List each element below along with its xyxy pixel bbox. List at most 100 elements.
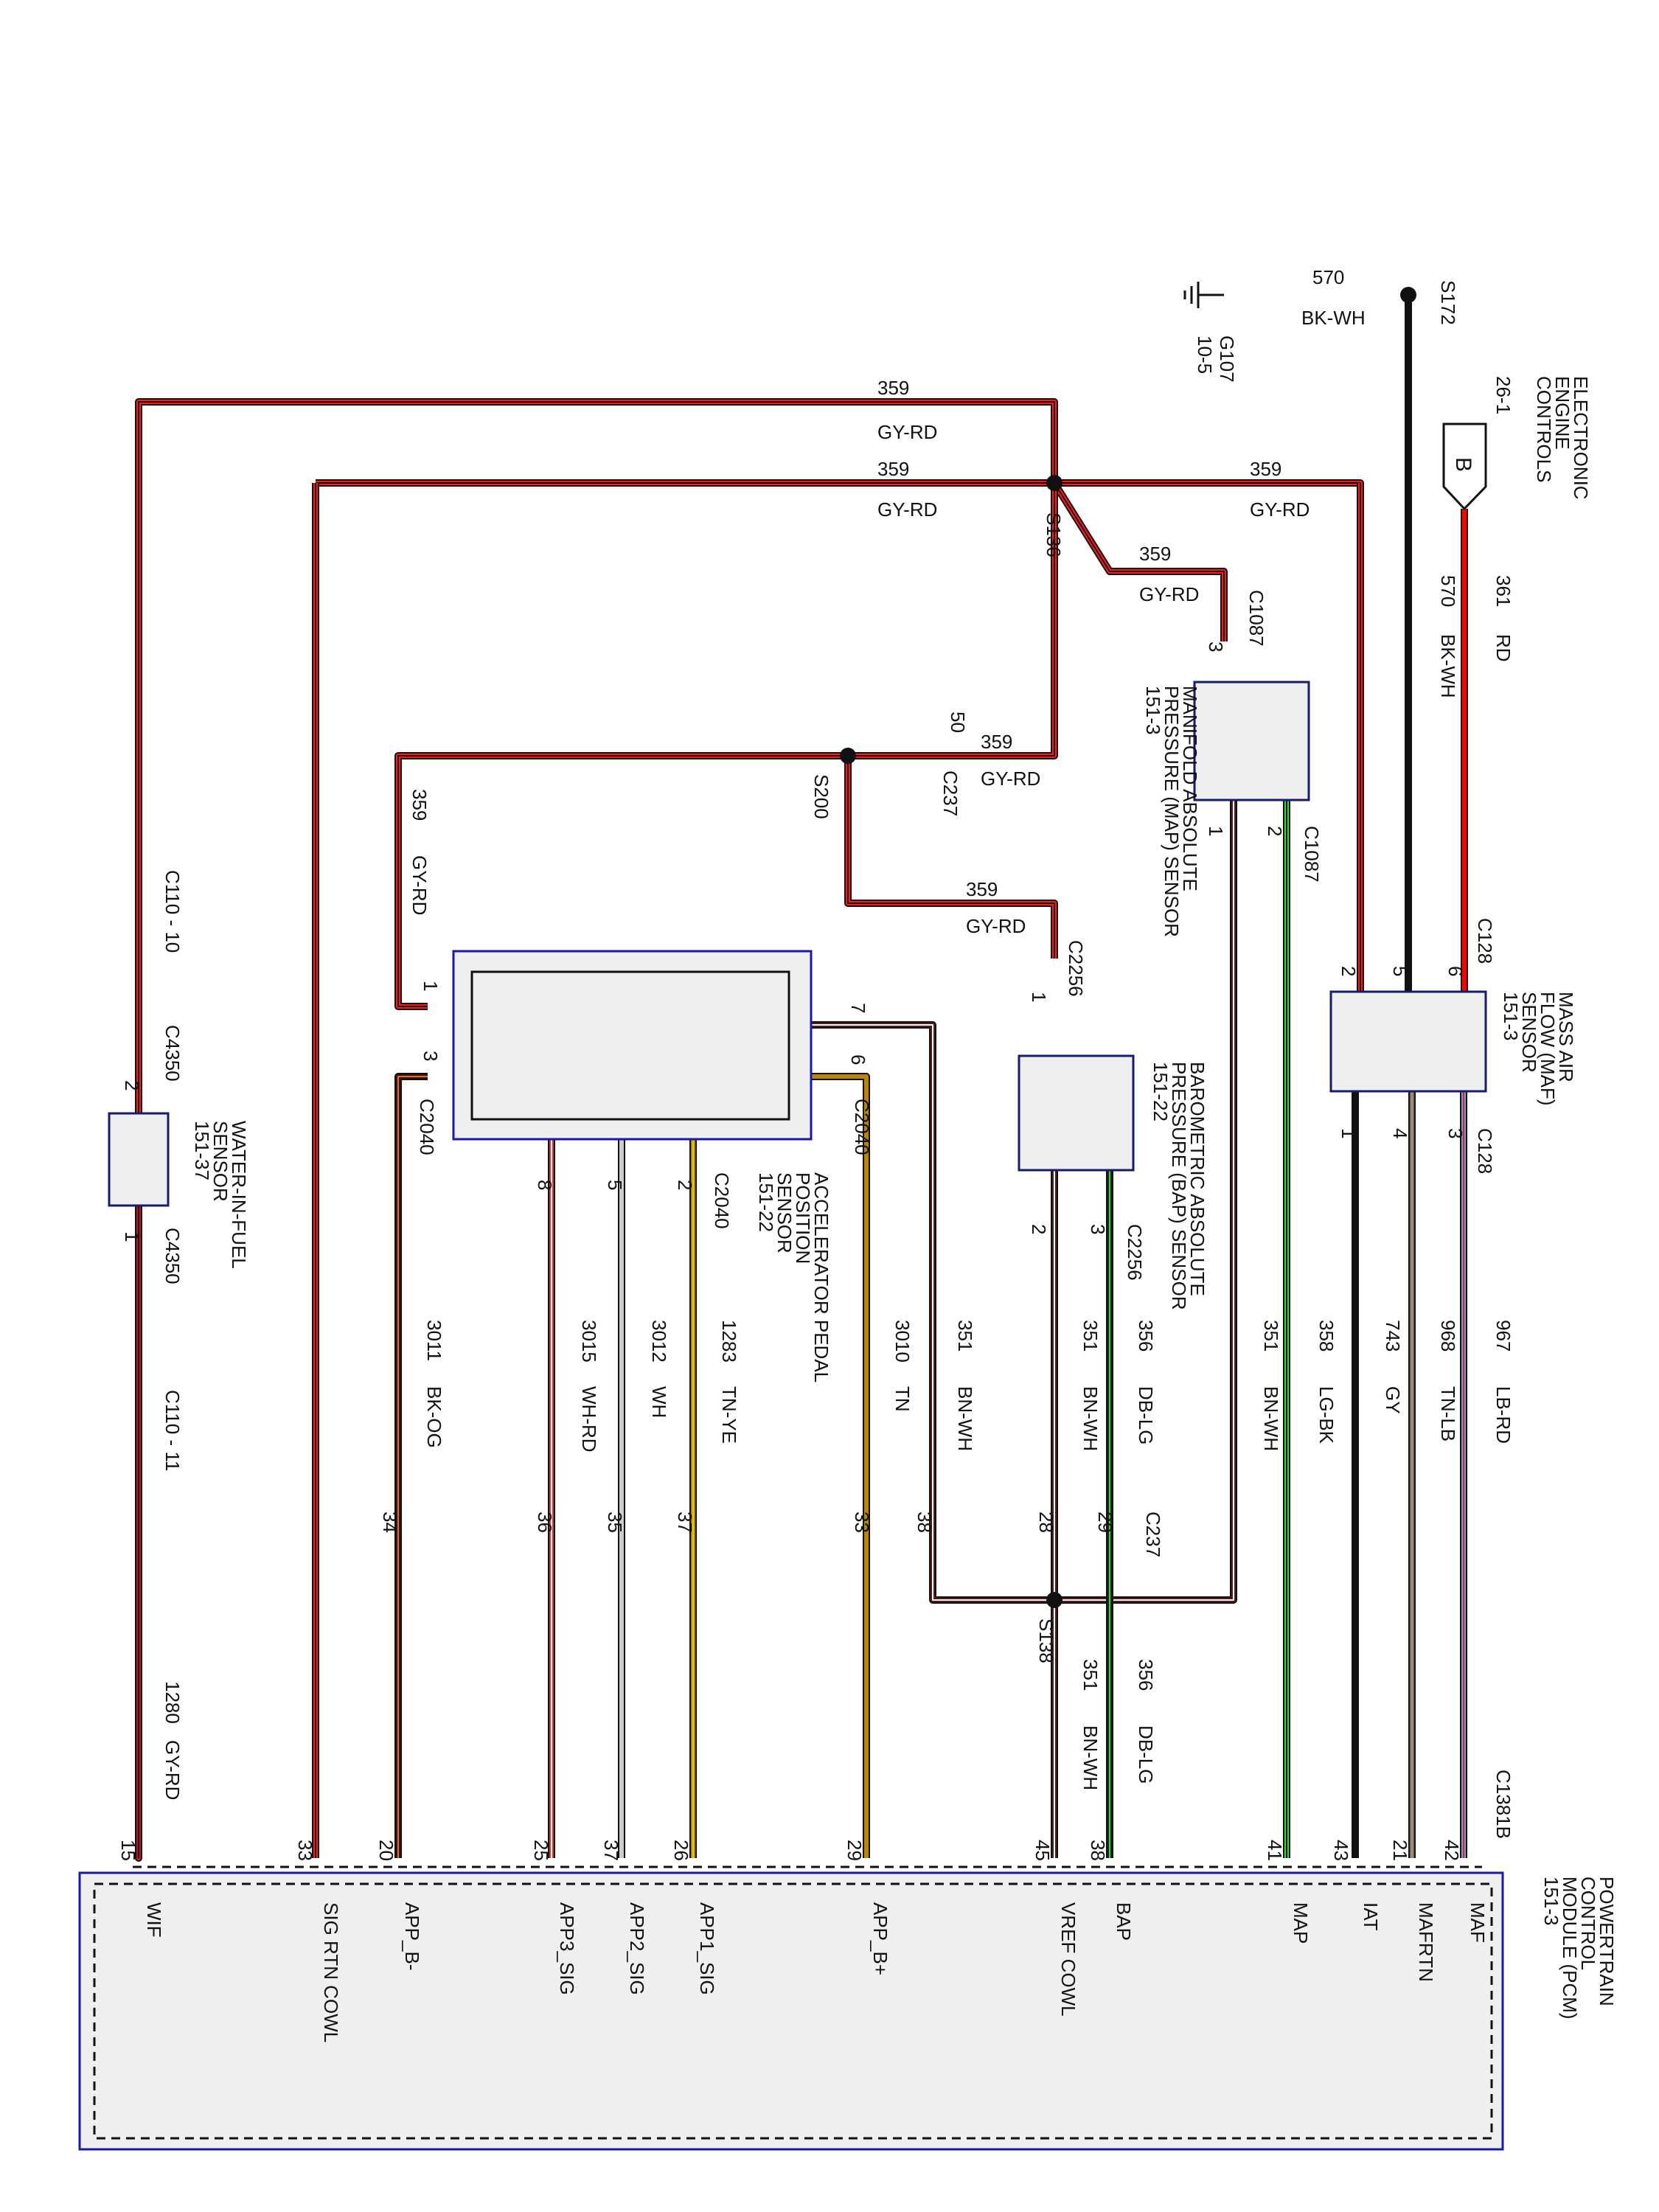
components-layer bbox=[78, 282, 1504, 2151]
label-3011: 3011 bbox=[423, 1320, 445, 1361]
label-c1381b: C1381B bbox=[1492, 1770, 1514, 1839]
label-c110-10: C110 - 10 bbox=[161, 870, 184, 953]
label-c2040-b: C2040 bbox=[851, 1099, 873, 1155]
label-c237-36: 36 bbox=[534, 1512, 556, 1533]
label-c4350-b: C4350 bbox=[161, 1228, 184, 1284]
label-app4: 151-22 bbox=[755, 1172, 777, 1232]
wire-351-app bbox=[811, 1021, 1054, 1604]
label-c237-28: 28 bbox=[1035, 1512, 1057, 1533]
label-gyrd-c: GY-RD bbox=[1250, 498, 1310, 521]
ground-symbol-g107 bbox=[1183, 282, 1224, 308]
label-1283: 1283 bbox=[718, 1320, 740, 1363]
wif-sensor-box bbox=[108, 1112, 170, 1207]
label-351-b: 351 bbox=[1079, 1320, 1102, 1352]
splices-layer bbox=[840, 287, 1416, 1608]
wire-3010-tn bbox=[811, 1073, 870, 1858]
label-pin2-bap: 2 bbox=[1028, 1224, 1050, 1234]
label-c128-a: C128 bbox=[1474, 918, 1496, 964]
label-570-top: 570 bbox=[1312, 266, 1344, 288]
label-map3: 151-3 bbox=[1142, 686, 1164, 735]
label-maf-p3: 3 bbox=[1444, 1128, 1467, 1138]
label-pin-45: 45 bbox=[1032, 1840, 1054, 1861]
wire-359-s200-c237 bbox=[848, 483, 1058, 759]
label-eec: ELECTRONIC bbox=[1570, 376, 1592, 500]
label-967: 967 bbox=[1492, 1320, 1514, 1352]
label-359-e: 359 bbox=[981, 731, 1012, 753]
label-359-c: 359 bbox=[1250, 458, 1281, 480]
label-359-d: 359 bbox=[1139, 543, 1171, 565]
label-map2: PRESSURE (MAP) SENSOR bbox=[1161, 686, 1183, 937]
label-pin-15: 15 bbox=[117, 1840, 139, 1861]
label-app2: POSITION bbox=[792, 1172, 814, 1264]
splice-s138 bbox=[1046, 1592, 1062, 1608]
label-261: 26-1 bbox=[1492, 376, 1514, 414]
label-570: 570 bbox=[1437, 575, 1459, 607]
label-app-p6: 6 bbox=[847, 1054, 869, 1065]
label-wif2: SENSOR bbox=[209, 1121, 232, 1202]
label-eec2: ENGINE bbox=[1551, 376, 1573, 450]
label-pin-25: 25 bbox=[530, 1840, 552, 1861]
label-c237-35: 35 bbox=[604, 1512, 626, 1533]
label-c2256-b: C2256 bbox=[1124, 1224, 1146, 1281]
label-wif1: WATER-IN-FUEL bbox=[228, 1121, 250, 1269]
label-pin-41: 41 bbox=[1264, 1840, 1286, 1861]
label-351-d: 351 bbox=[1079, 1659, 1102, 1691]
label-gyrd-wif: GY-RD bbox=[161, 1740, 184, 1800]
label-app3: SENSOR bbox=[773, 1172, 796, 1253]
label-c2256-a: C2256 bbox=[1065, 940, 1087, 997]
splice-s200 bbox=[840, 748, 856, 764]
label-c1087-a: C1087 bbox=[1245, 590, 1267, 647]
label-bnwh-b: BN-WH bbox=[1079, 1386, 1102, 1451]
label-c2040-a: C2040 bbox=[416, 1099, 438, 1155]
label-wh: WH bbox=[648, 1386, 670, 1418]
label-maf-p5: 5 bbox=[1389, 966, 1411, 976]
label-358: 358 bbox=[1315, 1320, 1338, 1352]
label-3012: 3012 bbox=[648, 1320, 670, 1363]
label-whrd: WH-RD bbox=[578, 1386, 600, 1453]
label-sig-app2: APP2_SIG bbox=[626, 1902, 648, 1995]
label-pin-38: 38 bbox=[1087, 1840, 1109, 1861]
maf-sensor-box bbox=[1329, 990, 1487, 1093]
label-dblg-b: DB-LG bbox=[1135, 1725, 1157, 1784]
label-sig-sigrtn: SIG RTN COWL bbox=[320, 1902, 342, 2042]
label-dblg-a: DB-LG bbox=[1135, 1386, 1157, 1444]
label-wif3: 151-37 bbox=[191, 1121, 213, 1180]
label-app-p5: 5 bbox=[604, 1180, 626, 1190]
label-g107: G107 bbox=[1216, 335, 1238, 383]
label-c237-34: 34 bbox=[379, 1512, 401, 1533]
label-sig-wif: WIF bbox=[143, 1902, 165, 1938]
label-c237-37: 37 bbox=[674, 1512, 696, 1533]
label-50: 50 bbox=[947, 712, 969, 733]
wire-3011-bkog bbox=[394, 1073, 428, 1858]
label-pin-43: 43 bbox=[1330, 1840, 1352, 1861]
label-pin-26: 26 bbox=[670, 1840, 692, 1861]
label-s138: S138 bbox=[1035, 1618, 1057, 1663]
label-wif-p1: 1 bbox=[121, 1231, 143, 1242]
label-pin-21: 21 bbox=[1389, 1840, 1411, 1861]
wires-layer bbox=[135, 295, 1468, 1862]
label-pcm3: MODULE (PCM) bbox=[1559, 1877, 1581, 2020]
label-sig-iat: IAT bbox=[1360, 1902, 1382, 1931]
label-maf-p4: 4 bbox=[1389, 1128, 1411, 1138]
label-sig-map: MAP bbox=[1290, 1902, 1312, 1944]
bap-sensor-box bbox=[1018, 1054, 1135, 1172]
label-pin1-map: 1 bbox=[1205, 826, 1227, 836]
label-sig-appbm: APP_B- bbox=[401, 1902, 423, 1971]
labels-layer: S172570BK-WHG10710-5ELECTRONICENGINECONT… bbox=[117, 266, 1618, 2042]
label-s172: S172 bbox=[1437, 280, 1459, 325]
label-pin-33: 33 bbox=[294, 1840, 316, 1861]
label-sig-appbp: APP_B+ bbox=[869, 1902, 891, 1975]
label-359-g: 359 bbox=[966, 878, 998, 900]
label-c237-a: C237 bbox=[939, 771, 961, 816]
label-gyrd-f: GY-RD bbox=[408, 855, 431, 915]
label-968: 968 bbox=[1437, 1320, 1459, 1352]
label-pin-42: 42 bbox=[1441, 1840, 1463, 1861]
label-351-a: 351 bbox=[1260, 1320, 1282, 1352]
label-bap3: 151-22 bbox=[1150, 1062, 1172, 1121]
splice-s172 bbox=[1400, 287, 1416, 303]
label-app-p3: 3 bbox=[420, 1051, 442, 1061]
app-sensor-box bbox=[452, 950, 813, 1141]
label-map1: MANIFOLD ABSOLUTE bbox=[1179, 686, 1201, 891]
label-pin3-bap: 3 bbox=[1087, 1224, 1109, 1234]
